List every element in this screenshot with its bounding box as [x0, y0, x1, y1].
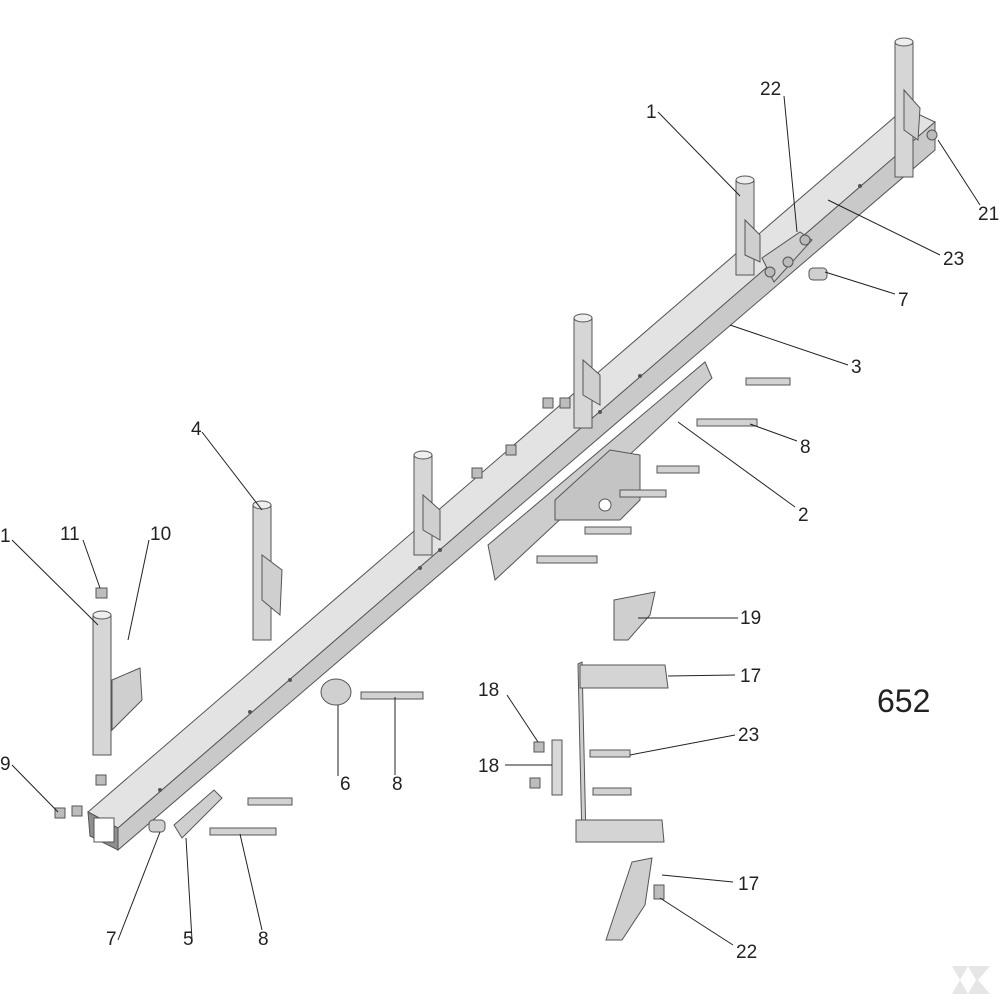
brand-logo-watermark	[952, 966, 990, 994]
callout-8-upper: 8	[800, 437, 811, 458]
callout-7-lower: 7	[106, 929, 117, 950]
callout-4: 4	[191, 419, 202, 440]
callout-8-lower: 8	[258, 929, 269, 950]
callout-10: 10	[150, 524, 171, 545]
callout-1-upper: 1	[646, 102, 657, 123]
parts-drawing	[54, 37, 990, 994]
callout-18-upper: 18	[478, 680, 499, 701]
post-left	[92, 610, 143, 756]
callout-17-lower: 17	[738, 874, 759, 895]
center-bracket	[554, 449, 641, 521]
end-bracket	[761, 129, 938, 283]
main-frame-beam	[87, 107, 936, 852]
callout-11: 11	[60, 524, 80, 545]
tine-assembly	[551, 591, 669, 941]
post-2	[252, 500, 283, 641]
callout-19: 19	[740, 608, 761, 629]
callout-17-upper: 17	[740, 666, 761, 687]
beam-holes	[158, 184, 862, 792]
callout-1-left: 1	[0, 526, 11, 547]
post-5	[735, 175, 761, 276]
callout-6: 6	[340, 774, 351, 795]
callout-8-middle: 8	[392, 774, 403, 795]
bolts	[209, 377, 791, 836]
post-4	[573, 313, 601, 429]
callout-22-lower: 22	[736, 942, 757, 963]
small-plate	[173, 789, 223, 839]
callout-5: 5	[183, 929, 194, 950]
callout-2: 2	[798, 505, 809, 526]
diagram-number: 652	[877, 683, 930, 719]
upright-posts	[92, 37, 921, 756]
callout-18-lower: 18	[478, 756, 499, 777]
callout-22-upper: 22	[760, 79, 781, 100]
callout-21: 21	[978, 204, 999, 225]
callout-23-lower: 23	[738, 725, 759, 746]
callout-3: 3	[851, 357, 862, 378]
post-3	[413, 450, 441, 556]
callout-labels: 1 22 21 23 7 3 8 2 4 1 11 10 9 19 17 18 …	[0, 79, 999, 963]
leader-lines	[11, 95, 981, 946]
post-6	[894, 37, 921, 178]
callout-7-upper: 7	[898, 290, 909, 311]
cap-and-bushings	[148, 267, 828, 833]
nuts	[54, 397, 571, 819]
callout-23-upper: 23	[943, 249, 964, 270]
callout-9: 9	[0, 754, 11, 775]
